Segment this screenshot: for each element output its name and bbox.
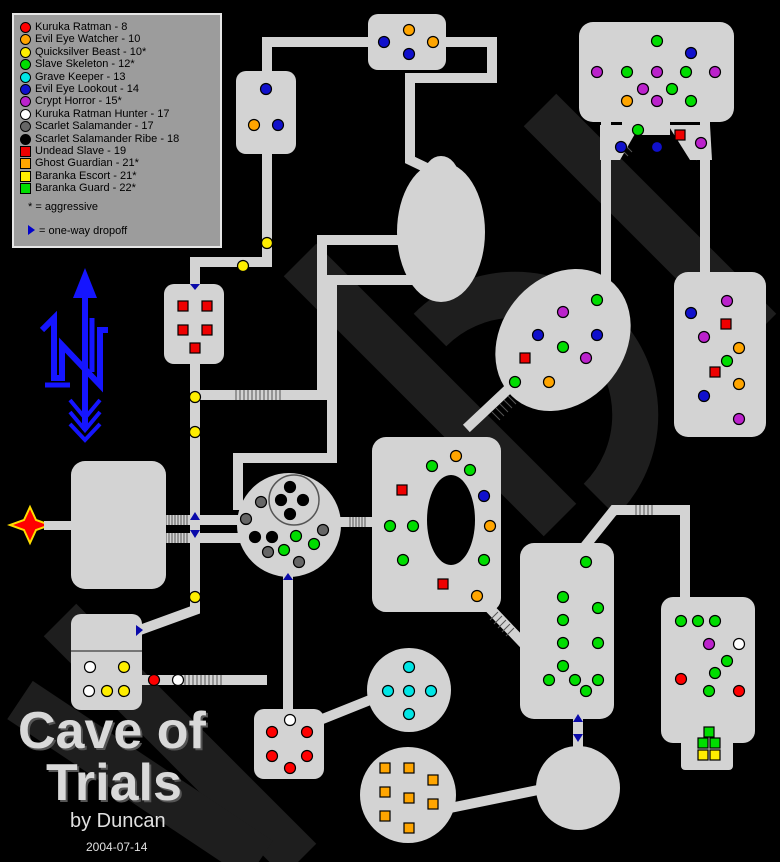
legend-label: Ghost Guardian - 21* [35,157,139,170]
legend-label: Evil Eye Watcher - 10 [35,33,141,46]
legend-symbol [20,121,31,133]
room-bottom-right [536,746,620,830]
legend-symbol [20,96,31,108]
north-compass-icon [39,268,108,443]
legend-symbol [20,34,31,46]
legend-label: Crypt Horror - 15* [35,95,122,108]
legend-symbol [20,84,31,95]
legend-label: Evil Eye Lookout - 14 [35,83,139,95]
map-title-line1: Cave of [18,702,206,760]
legend-symbol [20,22,31,33]
legend-symbol [20,146,31,157]
one-way-dropoff-icon [136,284,583,742]
legend-label: Kuruka Ratman - 8 [35,21,128,33]
legend-symbol [20,59,31,71]
legend-symbol [20,158,31,170]
legend-symbol [20,133,31,145]
aggressive-note: * = aggressive [28,201,99,213]
legend-label: Scarlet Salamander - 17 [35,120,154,133]
room-entrance-hall [71,461,166,589]
legend-label: Slave Skeleton - 12* [35,58,135,71]
one-way-dropoff-icon [28,225,35,235]
entrance-star-icon [7,504,72,546]
legend-symbol [20,46,31,58]
legend-label: Baranka Guard - 22* [35,182,136,195]
room-top-center [368,14,446,70]
room-guard-post [661,597,755,743]
room-skeleton-hall [520,543,614,719]
legend-symbol [20,183,31,195]
map-byline: by Duncan [70,810,166,832]
legend-label: Kuruka Ratman Hunter - 17 [35,107,170,120]
dropoff-note: = one-way dropoff [28,225,127,237]
legend-symbol [20,71,31,83]
legend-label: Scarlet Salamander Ribe - 18 [35,132,180,145]
legend-label: Baranka Escort - 21* [35,169,137,182]
monster-markers [82,23,746,834]
legend-label: Quicksilver Beast - 10* [35,45,147,58]
legend-symbol [20,108,31,120]
dropoff-note-text: = one-way dropoff [39,225,128,237]
room-oval-center [397,162,485,302]
room-far-right [674,272,766,437]
legend-label: Undead Slave - 19 [35,145,127,157]
map-title-line2: Trials [46,754,182,812]
legend-label: Grave Keeper - 13 [35,70,126,83]
map-date: 2004-07-14 [86,840,148,854]
room-upper-left [236,71,296,154]
legend-symbol [20,170,31,182]
